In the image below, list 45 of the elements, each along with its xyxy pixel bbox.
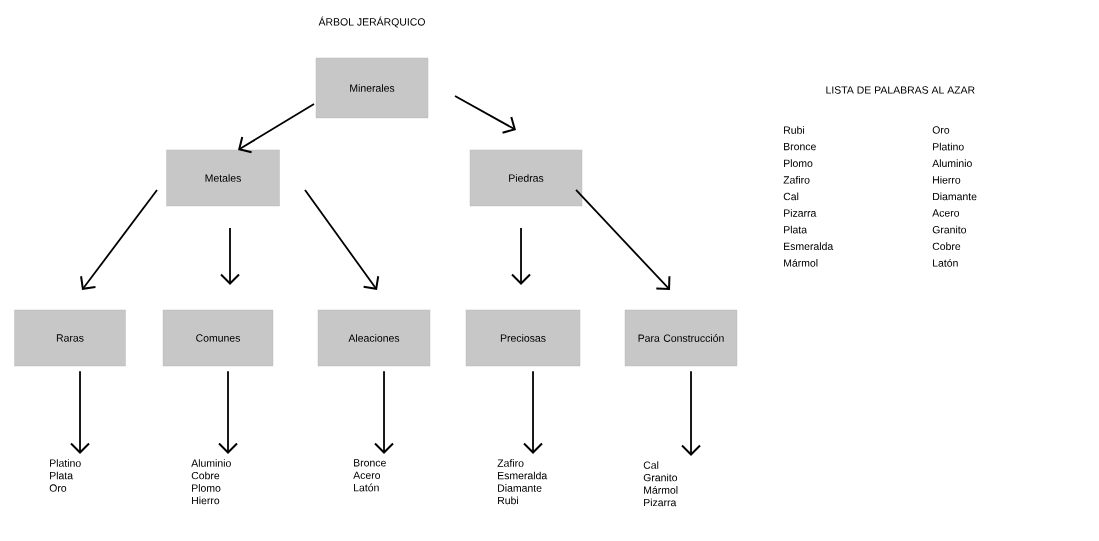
category-box: Comunes	[162, 309, 274, 367]
word-list: Cal Granito Mármol Pizarra	[643, 461, 678, 507]
arrow	[523, 370, 543, 454]
list-word: Granito	[932, 225, 967, 234]
arrow	[70, 370, 90, 454]
heading: ÁRBOL JERÁRQUICO	[318, 16, 425, 28]
category-box: Piedras	[469, 149, 583, 207]
category-box: Metales	[166, 149, 280, 207]
list-word: Plata	[784, 225, 808, 234]
arrow	[218, 370, 238, 454]
category-box: Minerales	[315, 57, 429, 119]
list-word: Latón	[933, 258, 958, 267]
list-word: Bronce	[784, 142, 816, 151]
list-word: Acero	[932, 209, 960, 217]
list-word: Cal	[783, 192, 799, 201]
list-word: Aluminio	[932, 159, 972, 168]
list-word: Pizarra	[784, 209, 817, 217]
list-word: Platino	[933, 142, 964, 151]
list-word: Mármol	[784, 258, 818, 267]
word-list: Platino Plata Oro	[49, 459, 81, 492]
arrow	[681, 370, 701, 456]
list-word: Oro	[932, 126, 950, 134]
list-word: Plomo	[784, 159, 813, 168]
arrow	[304, 189, 380, 290]
list-word: Hierro	[933, 175, 961, 184]
category-box: Para Construcción	[624, 309, 738, 367]
word-list: Bronce Acero Latón	[353, 459, 386, 492]
category-box: Raras	[14, 309, 126, 367]
arrow	[454, 95, 516, 134]
arrow	[220, 227, 240, 285]
category-box: Aleaciones	[317, 309, 431, 367]
list-word: Rubi	[784, 126, 804, 134]
arrow	[238, 103, 315, 154]
list-word: Diamante	[933, 192, 977, 201]
arrow	[80, 189, 158, 290]
list-word: Cobre	[932, 242, 961, 251]
list-word: Zafiro	[783, 175, 810, 184]
word-list: Aluminio Cobre Plomo Hierro	[191, 459, 231, 505]
list-word: Esmeralda	[784, 242, 834, 251]
arrow	[511, 227, 531, 285]
category-box: Preciosas	[465, 309, 581, 367]
arrow	[374, 370, 394, 454]
arrow	[575, 189, 671, 290]
list-heading: LISTA DE PALABRAS AL AZAR	[826, 86, 975, 94]
word-list: Zafiro Esmeralda Diamante Rubi	[497, 459, 548, 505]
